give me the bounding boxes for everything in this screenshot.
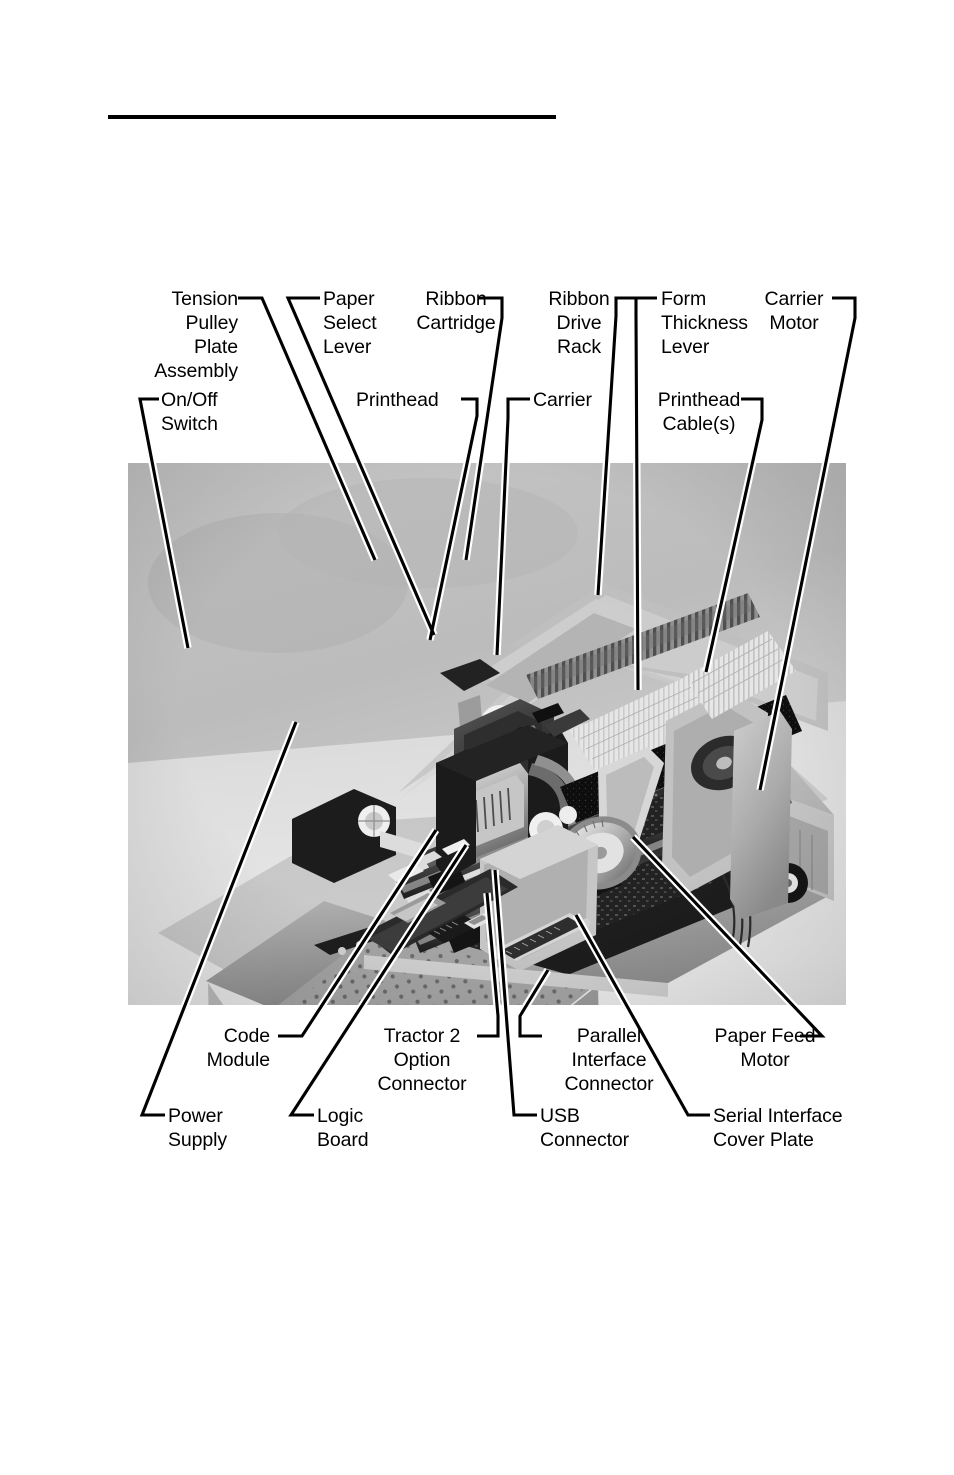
callout-label-form-thickness-lever: Form Thickness Lever — [661, 288, 748, 358]
printer-mechanism-photo — [128, 463, 846, 1005]
callout-label-code-module: Code Module — [206, 1025, 270, 1071]
callout-label-power-supply: Power Supply — [168, 1105, 228, 1151]
callout-label-ribbon-cartridge: Ribbon Cartridge — [416, 288, 496, 334]
callout-label-printhead: Printhead — [356, 389, 439, 411]
callout-label-tractor-2-option-connector: Tractor 2 Option Connector — [377, 1025, 467, 1095]
callout-label-usb-connector: USB Connector — [540, 1105, 630, 1151]
callout-label-logic-board: Logic Board — [317, 1105, 369, 1151]
callout-label-on-off-switch: On/Off Switch — [161, 389, 218, 435]
callout-label-paper-feed-motor: Paper Feed Motor — [714, 1025, 816, 1071]
callout-label-carrier: Carrier — [533, 389, 592, 411]
callout-label-printhead-cables: Printhead Cable(s) — [657, 389, 741, 435]
header-rule — [108, 115, 556, 119]
callout-label-serial-interface-cover-plate: Serial Interface Cover Plate — [713, 1105, 843, 1151]
callout-label-tension-pulley-plate-assembly: Tension Pulley Plate Assembly — [154, 288, 238, 382]
callout-label-parallel-interface-connector: Parallel Interface Connector — [564, 1025, 654, 1095]
callout-label-carrier-motor: Carrier Motor — [764, 288, 824, 334]
callout-label-ribbon-drive-rack: Ribbon Drive Rack — [548, 288, 610, 358]
